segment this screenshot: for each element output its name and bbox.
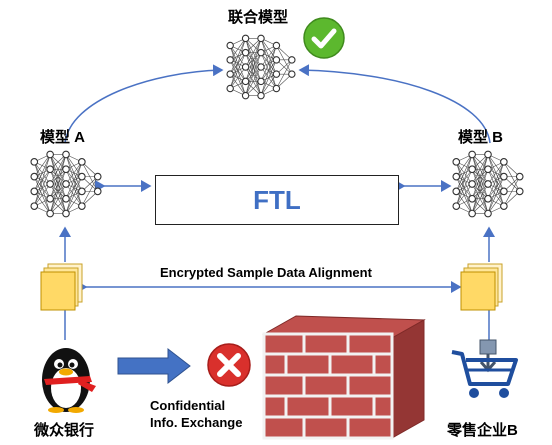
- document-stack-a-icon: [40, 263, 83, 311]
- exchange-label-line1: Confidential: [150, 398, 226, 413]
- arc-b-to-federated: [298, 64, 491, 144]
- federated-network-icon: [226, 34, 296, 100]
- document-stack-b-icon: [460, 263, 503, 311]
- penguin-icon: [42, 348, 96, 413]
- exchange-label-line2: Info. Exchange: [150, 415, 243, 430]
- model-b-network-icon: [452, 150, 524, 218]
- shopping-cart-icon: [451, 339, 518, 398]
- model-b-label: 模型 B: [458, 129, 504, 146]
- checkmark-circle-icon: [303, 17, 345, 59]
- ftl-label: FTL: [253, 184, 301, 215]
- retail-label: 零售企业B: [447, 422, 518, 439]
- federated-model-label: 联合模型: [228, 9, 289, 26]
- x-circle-icon: [207, 343, 251, 387]
- bank-label: 微众银行: [34, 422, 95, 439]
- arc-a-to-federated: [64, 64, 224, 144]
- exchange-label: Confidential Info. Exchange: [150, 397, 242, 431]
- ftl-box: FTL: [155, 175, 399, 225]
- alignment-label: Encrypted Sample Data Alignment: [160, 265, 372, 280]
- exchange-arrow: [117, 347, 191, 385]
- model-a-label: 模型 A: [40, 129, 86, 146]
- model-a-network-icon: [30, 150, 102, 218]
- firewall-icon: [262, 315, 426, 440]
